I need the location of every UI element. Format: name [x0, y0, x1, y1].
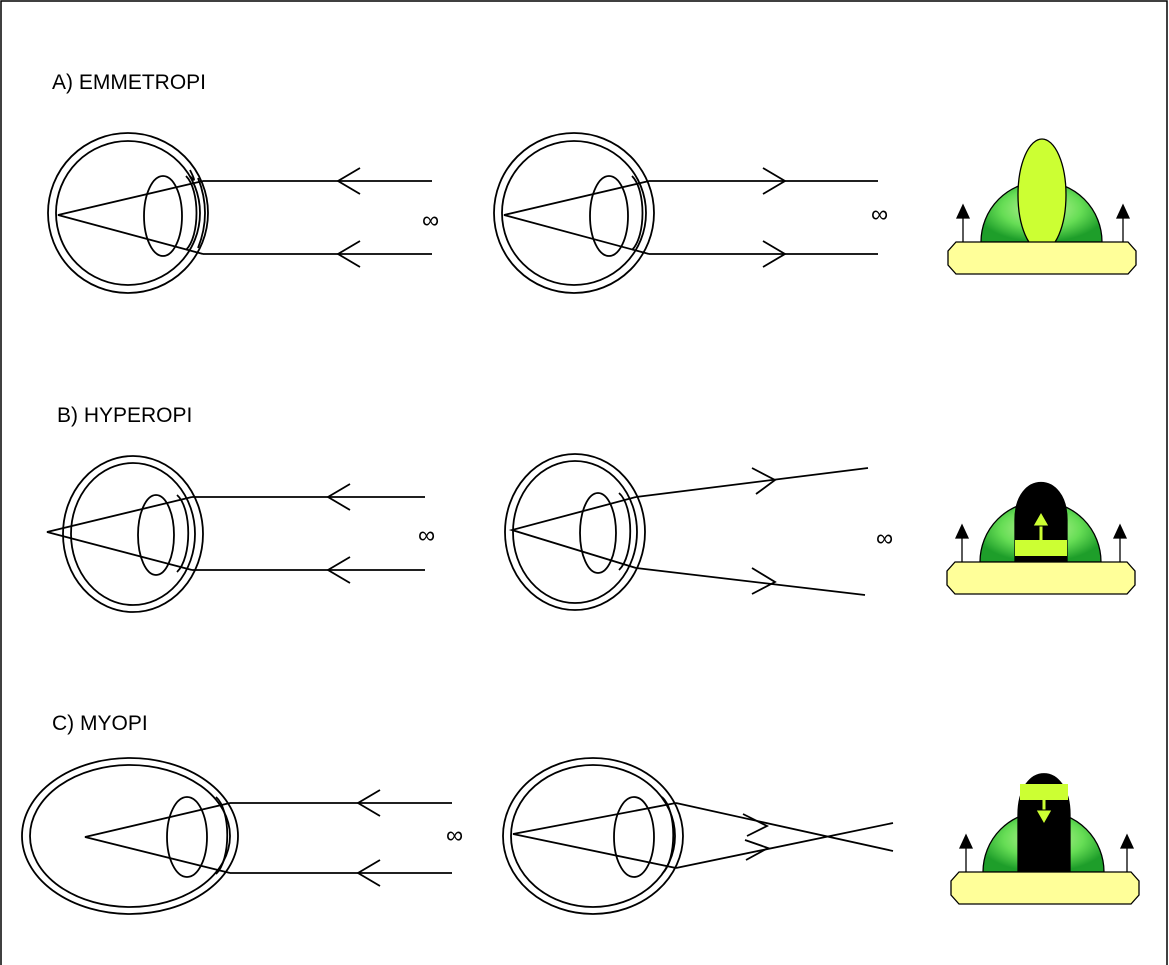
section-a-title: A) EMMETROPI	[52, 71, 206, 94]
infinity-c-left: ∞	[446, 822, 463, 849]
eye-a-right	[493, 132, 655, 294]
eye-c-right	[502, 757, 684, 915]
rays-a-left	[57, 167, 432, 268]
lens-model-b	[946, 482, 1136, 595]
rays-b-right	[508, 467, 869, 596]
eye-a-left	[47, 132, 209, 294]
eye-c-left	[21, 757, 239, 915]
lens-model-c	[950, 773, 1140, 905]
rays-c-right	[512, 802, 894, 869]
eye-b-right	[504, 453, 646, 611]
lens-model-a	[947, 138, 1137, 275]
infinity-b-right: ∞	[876, 525, 893, 552]
section-b-title: B) HYPEROPI	[57, 404, 192, 427]
rays-c-left	[84, 789, 452, 887]
section-c-title: C) MYOPI	[52, 712, 148, 735]
rays-b-left	[46, 483, 425, 584]
infinity-a-right: ∞	[871, 201, 888, 228]
infinity-a-left: ∞	[422, 207, 439, 234]
rays-a-right	[503, 167, 878, 268]
infinity-b-left: ∞	[418, 522, 435, 549]
eye-b-left	[62, 455, 204, 613]
